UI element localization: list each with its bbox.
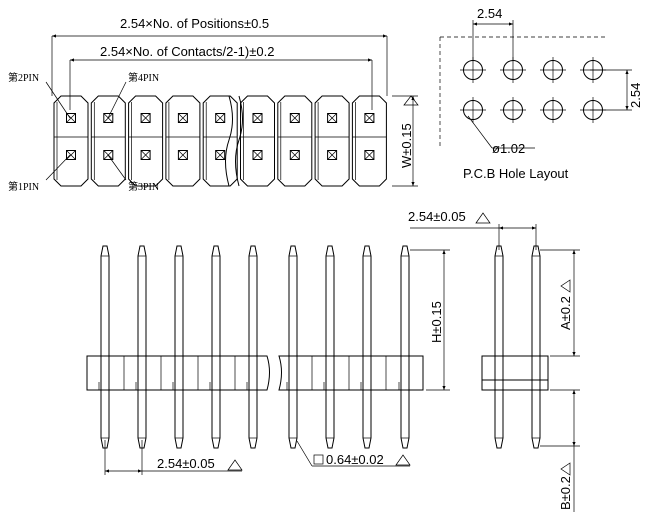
pin-size-dimension: 0.64±0.02 [326,452,384,467]
top-body-segment [128,95,164,187]
top-body-segment [240,95,275,187]
pin-square [289,150,300,160]
pin-square [215,113,226,123]
pin-label-1: 第1PIN [8,180,39,193]
pin [531,245,541,449]
contacts-dimension: 2.54×No. of Contacts/2-1)±0.2 [100,44,274,59]
a-dimension: A±0.2 [558,296,573,330]
pin-square [140,113,151,123]
delta-icon [403,95,419,106]
pin-square [140,150,151,160]
side-view: 2.54±0.05 A±0.2 B±0.2 [408,209,580,512]
top-body-segment [314,95,350,187]
b-dimension: B±0.2 [558,476,573,510]
delta-icon [475,212,491,224]
pin-square [327,150,338,160]
square-icon [313,454,324,465]
pin [248,245,258,449]
hole-diameter: ø1.02 [492,141,525,156]
side-view-pins [494,245,541,449]
pin-square [364,113,375,123]
top-body-segment [165,95,201,187]
pin [325,245,335,449]
width-dimension: W±0.15 [399,123,414,168]
pin-square [289,113,300,123]
front-view-pins [100,245,410,449]
pin [137,245,147,449]
delta-icon [227,459,243,471]
pin [362,245,372,449]
delta-icon [560,462,571,476]
pcb-holes [460,57,606,123]
height-dimension: H±0.15 [429,301,444,343]
front-view: H±0.15 2.54±0.05 0.64±0.02 [86,245,450,475]
front-pitch-dimension: 2.54±0.05 [157,456,215,471]
pin-label-4: 第4PIN [128,71,159,84]
pin-square [252,113,263,123]
pin-square [66,150,76,160]
pcb-hole-layout: 2.54 2.54 ø1.02 P.C.B Hole Layout [439,6,643,181]
pin-label-3: 第3PIN [128,180,159,193]
pin [174,245,184,449]
pcb-pitch-side: 2.54 [628,83,643,108]
pin-square [177,113,188,123]
pin-square [252,150,263,160]
top-view-bodies [53,95,387,187]
pin-square [66,113,76,123]
top-body-segment [53,95,89,187]
pin-square [364,150,375,160]
top-body-segment [351,95,387,187]
positions-dimension: 2.54×No. of Positions±0.5 [120,16,269,31]
pcb-pitch-top: 2.54 [477,6,502,21]
pin-square [327,113,338,123]
top-view: 2.54×No. of Positions±0.5 2.54×No. of Co… [8,16,419,193]
pin-square [103,113,114,123]
side-pitch-dimension: 2.54±0.05 [408,209,466,224]
pin [494,245,504,449]
pin-square [215,150,226,160]
delta-icon [395,454,411,466]
pin-square [103,150,114,160]
pin-label-2: 第2PIN [8,71,39,84]
pin [288,245,298,449]
pcb-title: P.C.B Hole Layout [463,166,569,181]
delta-icon [560,279,571,293]
pin [400,245,410,449]
top-body-segment [277,95,313,187]
pin-square [177,150,188,160]
pin [100,245,110,449]
pin [211,245,221,449]
top-body-segment [202,95,238,187]
